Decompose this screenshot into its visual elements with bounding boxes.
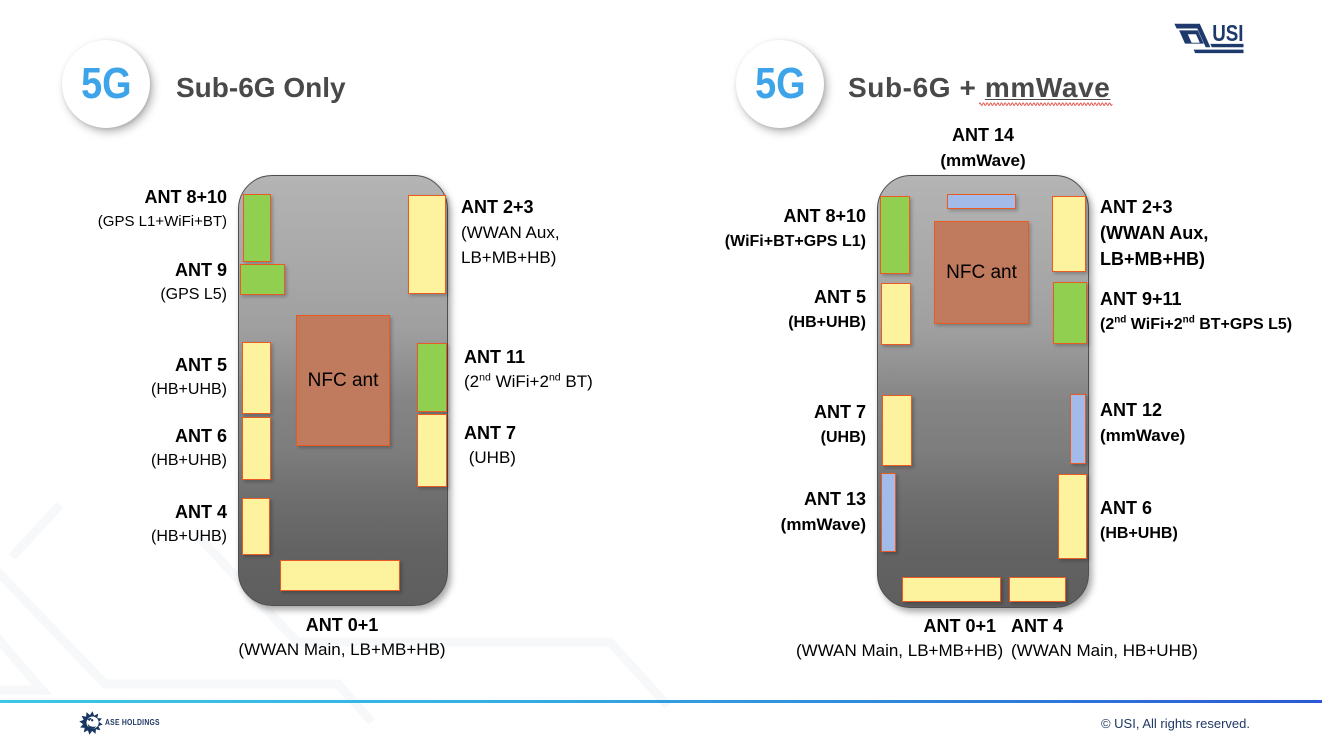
svg-text:USI: USI xyxy=(1212,21,1243,46)
